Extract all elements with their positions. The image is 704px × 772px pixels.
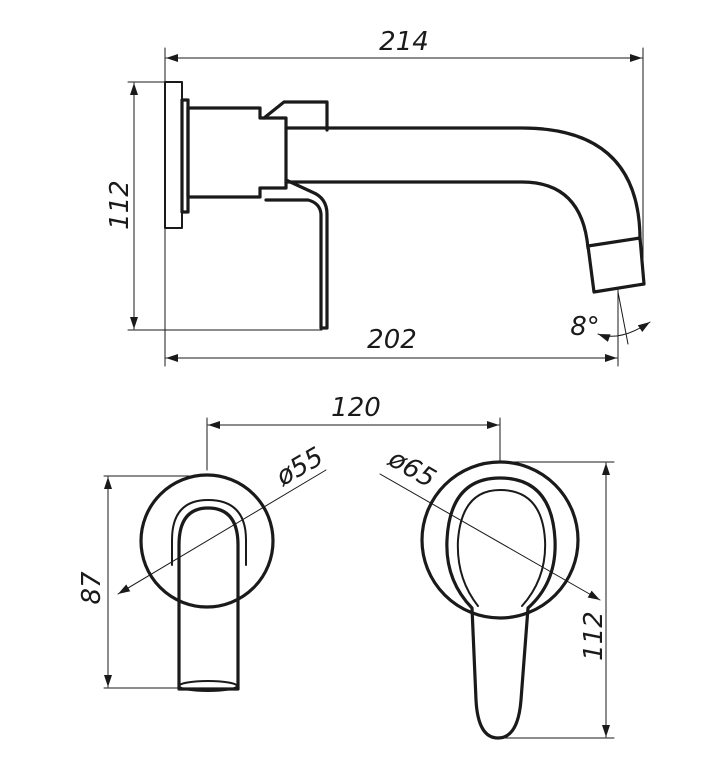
valve-body: [186, 106, 288, 199]
dim-202-label: 202: [367, 325, 417, 355]
spout-front-mouth: [178, 680, 238, 692]
side-view: 214 202 112 8°: [105, 27, 651, 367]
front-view: 120 ø55 ø65 87 112: [77, 393, 615, 740]
spout-rosette: [139, 473, 275, 609]
lever-handle-inner: [456, 489, 547, 607]
dim-112-side-label: 112: [105, 180, 135, 230]
spout-side: [284, 126, 642, 250]
extension-lines-front: [103, 417, 615, 739]
spout-outlet: [586, 236, 646, 294]
angle-arc: [597, 321, 651, 342]
spout-front-inner: [171, 499, 247, 566]
dim-line-dia65: [379, 473, 601, 601]
lever-handle-side: [262, 100, 329, 330]
dim-line-dia55: [117, 469, 327, 595]
dim-120-label: 120: [331, 393, 381, 423]
dia55-label: ø55: [270, 442, 328, 493]
dim-214-label: 214: [379, 27, 429, 57]
dia65-label: ø65: [382, 443, 440, 494]
wall-plate: [164, 81, 183, 229]
dim-87-label: 87: [77, 571, 107, 605]
extension-lines-side: [127, 47, 644, 367]
dim-112-front-label: 112: [579, 611, 609, 661]
angle-label: 8°: [570, 312, 600, 342]
spout-front: [177, 506, 240, 691]
